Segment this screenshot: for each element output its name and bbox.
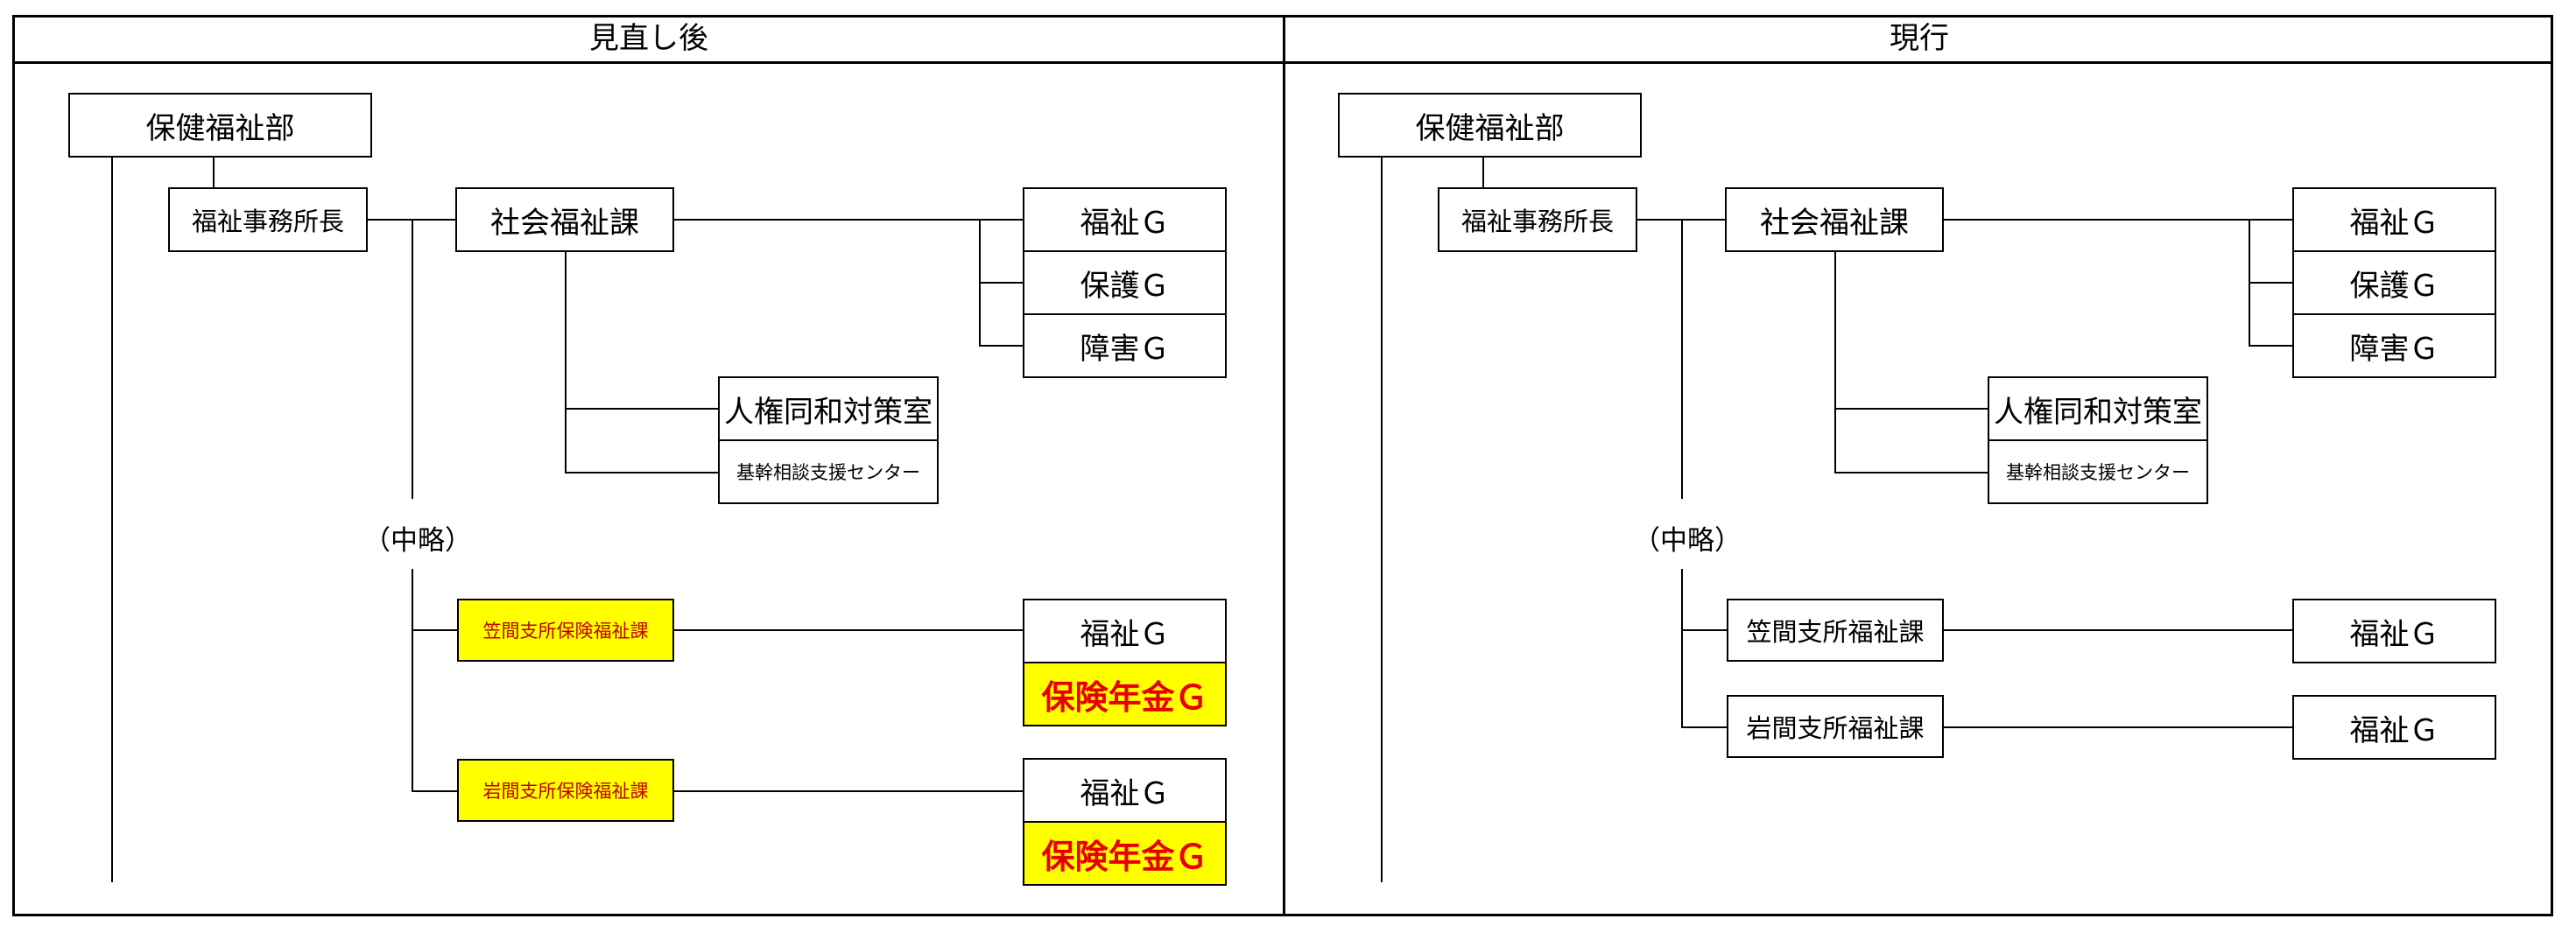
iwama-pension-g-box: 保険年金Ｇ bbox=[1023, 821, 1227, 886]
omitted-note: （中略） bbox=[1633, 525, 1742, 557]
connector bbox=[565, 408, 718, 410]
kasama-division-box: 笠間支所保険福祉課 bbox=[457, 599, 674, 662]
connector bbox=[1834, 472, 1988, 474]
connector bbox=[1681, 219, 1683, 499]
connector bbox=[1942, 219, 2292, 221]
iwama-welfare-g-box: 福祉Ｇ bbox=[1023, 758, 1227, 823]
connector bbox=[979, 345, 1023, 347]
connector bbox=[672, 629, 1023, 631]
connector bbox=[672, 219, 1023, 221]
disability-g-box: 障害Ｇ bbox=[2292, 313, 2496, 378]
protection-g-box: 保護Ｇ bbox=[1023, 250, 1227, 315]
welfare-g-box: 福祉Ｇ bbox=[2292, 187, 2496, 252]
panel-title-current: 現行 bbox=[1890, 21, 1949, 56]
social-welfare-box: 社会福祉課 bbox=[455, 187, 674, 252]
connector bbox=[1681, 569, 1683, 728]
connector bbox=[979, 282, 1023, 284]
dept-box: 保健福祉部 bbox=[1338, 93, 1642, 158]
connector bbox=[1381, 156, 1383, 882]
dept-box: 保健福祉部 bbox=[68, 93, 372, 158]
iwama-division-box: 岩間支所保険福祉課 bbox=[457, 759, 674, 822]
welfare-g-box: 福祉Ｇ bbox=[1023, 187, 1227, 252]
director-box: 福祉事務所長 bbox=[168, 187, 368, 252]
connector bbox=[412, 219, 413, 499]
connector bbox=[1681, 629, 1727, 631]
connector bbox=[1834, 250, 1836, 473]
connector bbox=[2249, 282, 2292, 284]
consult-center-box: 基幹相談支援センター bbox=[718, 439, 939, 504]
connector bbox=[1482, 156, 1484, 187]
panel-title-after: 見直し後 bbox=[589, 21, 708, 56]
panel-divider bbox=[1283, 15, 1285, 916]
connector bbox=[672, 790, 1023, 792]
kasama-pension-g-box: 保険年金Ｇ bbox=[1023, 662, 1227, 726]
human-rights-box: 人権同和対策室 bbox=[718, 376, 939, 441]
kasama-welfare-g-box: 福祉Ｇ bbox=[1023, 599, 1227, 663]
iwama-division-box: 岩間支所福祉課 bbox=[1727, 695, 1944, 758]
connector bbox=[565, 472, 718, 474]
kasama-division-box: 笠間支所福祉課 bbox=[1727, 599, 1944, 662]
connector bbox=[111, 156, 113, 882]
connector bbox=[412, 790, 457, 792]
connector bbox=[213, 156, 215, 187]
connector bbox=[412, 569, 413, 792]
connector bbox=[1834, 408, 1988, 410]
human-rights-box: 人権同和対策室 bbox=[1988, 376, 2208, 441]
social-welfare-box: 社会福祉課 bbox=[1725, 187, 1944, 252]
connector bbox=[1942, 629, 2292, 631]
connector bbox=[1681, 726, 1727, 728]
connector bbox=[2249, 345, 2292, 347]
kasama-welfare-g-box: 福祉Ｇ bbox=[2292, 599, 2496, 663]
connector bbox=[412, 629, 457, 631]
iwama-welfare-g-box: 福祉Ｇ bbox=[2292, 695, 2496, 760]
connector bbox=[565, 250, 567, 473]
omitted-note: （中略） bbox=[363, 525, 472, 557]
disability-g-box: 障害Ｇ bbox=[1023, 313, 1227, 378]
protection-g-box: 保護Ｇ bbox=[2292, 250, 2496, 315]
connector bbox=[1942, 726, 2292, 728]
consult-center-box: 基幹相談支援センター bbox=[1988, 439, 2208, 504]
director-box: 福祉事務所長 bbox=[1438, 187, 1637, 252]
